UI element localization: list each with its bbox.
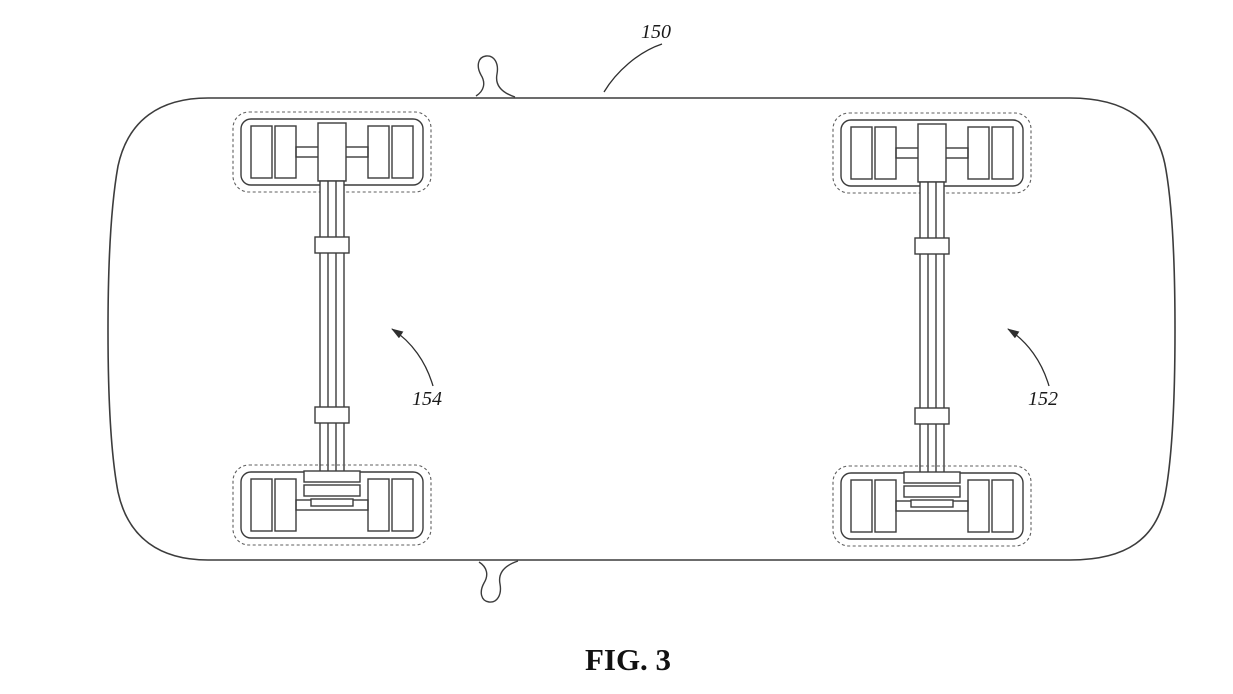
- figure-caption: FIG. 3: [585, 642, 671, 677]
- left-axle-assembly: [232, 111, 432, 546]
- vehicle-body-outline: [107, 97, 1176, 561]
- top-side-mirror: [475, 55, 516, 98]
- callout-152-arrow: [1007, 328, 1050, 387]
- callout-150-label: 150: [641, 21, 671, 43]
- right-axle-assembly: [832, 112, 1032, 547]
- bottom-side-mirror: [478, 560, 519, 603]
- callout-154-label: 154: [412, 388, 442, 410]
- callout-150-leader: [603, 43, 663, 93]
- callout-154-arrow: [391, 328, 434, 387]
- callout-152-label: 152: [1028, 388, 1058, 410]
